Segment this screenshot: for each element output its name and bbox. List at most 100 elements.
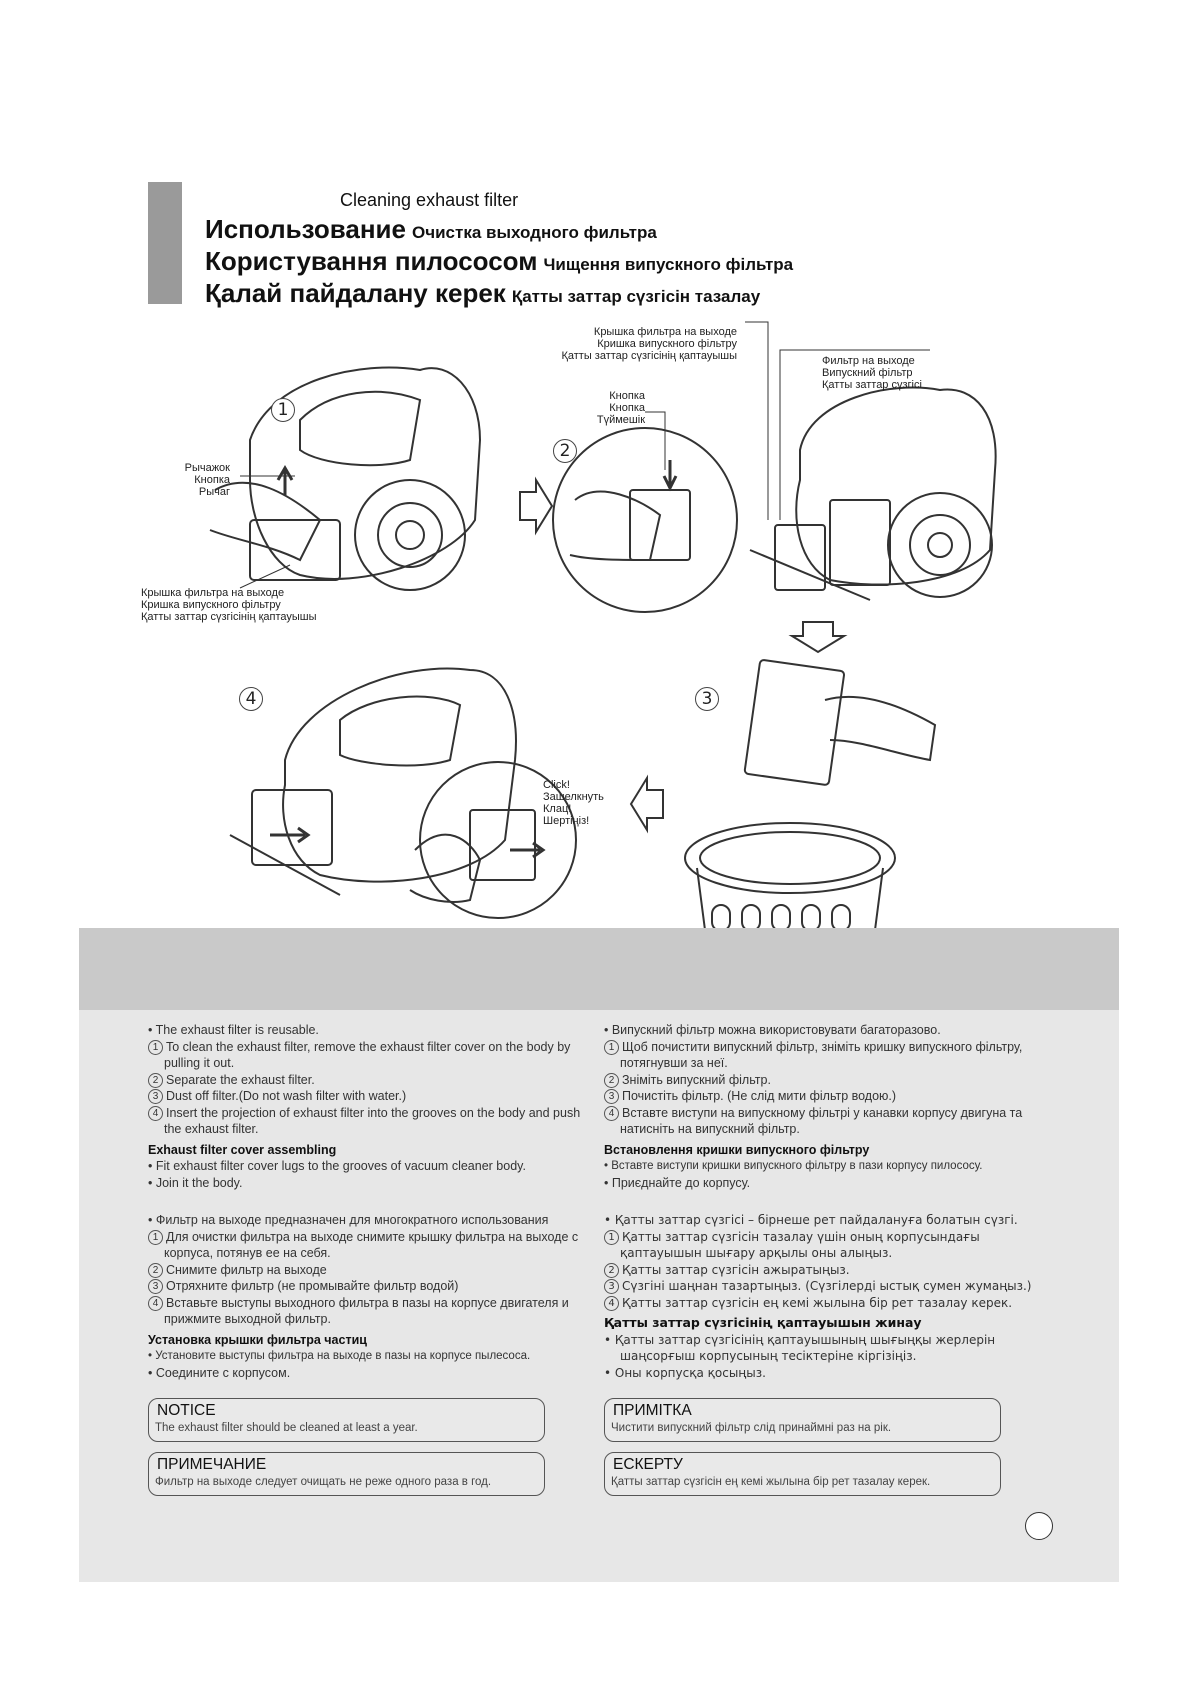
label-lever-ru: Рычажок xyxy=(184,462,230,474)
instructions-ru: • Фильтр на выходе предназначен для мног… xyxy=(148,1212,593,1381)
step-text: Вставте виступи на випускному фільтрі у … xyxy=(620,1105,1023,1137)
notice-body-kk: Қатты заттар сүзгісін ең кемі жылына бір… xyxy=(611,1476,931,1488)
sub-item-ru-2: • Соедините с корпусом. xyxy=(148,1365,291,1380)
sub-item-uk-1: • Вставте виступи кришки випускного філь… xyxy=(604,1160,983,1172)
arrow-left-shape xyxy=(629,774,664,834)
label-click-uk: Клац! xyxy=(543,803,572,815)
section-tab xyxy=(148,182,182,304)
circled-number: 1 xyxy=(148,1039,163,1055)
step-text: Для очистки фильтра на выходе снимите кр… xyxy=(164,1229,579,1261)
label-button-kk: Түймешік xyxy=(596,414,645,426)
notice-box-uk: ПРИМІТКА Чистити випускний фільтр слід п… xyxy=(604,1398,1001,1442)
step-text: Сүзгіні шаңнан тазартыңыз. (Сүзгілерді ы… xyxy=(622,1279,1032,1293)
circled-number: 1 xyxy=(604,1039,619,1055)
subtitle-kk: Қатты заттар сүзгісін тазалау xyxy=(511,287,761,306)
step-text: Снимите фильтр на выходе xyxy=(166,1262,327,1277)
dust-bin-illustration-step3 xyxy=(684,659,937,932)
label-click-ru: Зашелкнуть xyxy=(543,791,604,803)
notice-body-en: The exhaust filter should be cleaned at … xyxy=(155,1422,418,1434)
circled-number: 2 xyxy=(604,1072,619,1088)
circled-number: 3 xyxy=(604,1279,619,1294)
instructions-uk: • Випускний фільтр можна використовувати… xyxy=(604,1022,1049,1191)
page-number-circle xyxy=(1025,1512,1053,1540)
label-cover-bottom-kk: Қатты заттар сүзгісінің қаптауышы xyxy=(141,611,317,623)
title-uk: Користування пилососом xyxy=(205,246,538,276)
step-text: Зніміть випускний фільтр. xyxy=(622,1072,771,1087)
sub-item-kk-2: • Оны корпусқа қосыңыз. xyxy=(604,1365,766,1380)
circled-number: 2 xyxy=(604,1262,619,1278)
notice-title-uk: ПРИМІТКА xyxy=(613,1402,692,1419)
step-text: Почистіть фільтр. (Не слід мити фільтр в… xyxy=(622,1089,897,1103)
circled-number: 1 xyxy=(604,1229,619,1245)
notice-title-ru: ПРИМЕЧАНИЕ xyxy=(157,1456,267,1473)
label-cover-bottom-uk: Кришка випускного фільтру xyxy=(141,599,281,611)
notice-box-en: NOTICE The exhaust filter should be clea… xyxy=(148,1398,545,1442)
label-cover-top-ru: Крышка фильтра на выходе xyxy=(593,326,737,338)
intro-kk: • Қатты заттар сүзгісі – бірнеше рет пай… xyxy=(604,1213,1018,1227)
label-lever: Рычажок Кнопка Рычаг xyxy=(150,462,230,498)
step-text: Щоб почистити випускний фільтр, зніміть … xyxy=(620,1039,1023,1071)
label-cover-top: Крышка фильтра на выходе Кришка випускно… xyxy=(515,326,737,362)
sub-item-en-1: • Fit exhaust filter cover lugs to the g… xyxy=(148,1159,526,1173)
notice-body-ru: Фильтр на выходе следует очищать не реже… xyxy=(155,1476,492,1488)
label-button-ru: Кнопка xyxy=(609,390,645,402)
notice-title-kk: ЕСКЕРТУ xyxy=(613,1456,683,1473)
step-text: To clean the exhaust filter, remove the … xyxy=(164,1039,571,1071)
title-english: Cleaning exhaust filter xyxy=(340,190,519,210)
step-text: Отряхните фильтр (не промывайте фильтр в… xyxy=(166,1279,459,1293)
intro-ru: • Фильтр на выходе предназначен для мног… xyxy=(148,1213,549,1227)
step-number-4: 4 xyxy=(239,687,263,711)
label-cover-top-uk: Кришка випускного фільтру xyxy=(597,338,737,350)
step-text: Қатты заттар сүзгісін ең кемі жылына бір… xyxy=(622,1295,1013,1310)
label-filter: Фильтр на выходе Випускний фільтр Қатты … xyxy=(822,355,922,391)
panel-header-band xyxy=(79,928,1119,1010)
sub-item-uk-2: • Приєднайте до корпусу. xyxy=(604,1175,751,1190)
vacuum-illustration-step1 xyxy=(209,366,482,591)
zoom-circle-step2 xyxy=(552,427,738,613)
circled-number: 2 xyxy=(148,1262,163,1278)
step-text: Вставьте выступы выходного фильтра в паз… xyxy=(164,1295,569,1327)
label-lever-uk: Кнопка xyxy=(194,474,230,486)
label-filter-uk: Випускний фільтр xyxy=(822,367,913,379)
subtitle-ru: Очистка выходного фильтра xyxy=(412,223,657,242)
label-cover-bottom-ru: Крышка фильтра на выходе xyxy=(141,587,285,599)
circled-number: 3 xyxy=(148,1089,163,1104)
intro-en: • The exhaust filter is reusable. xyxy=(148,1023,319,1037)
intro-uk: • Випускний фільтр можна використовувати… xyxy=(604,1023,941,1037)
label-button: Кнопка Кнопка Түймешік xyxy=(580,390,645,426)
circled-number: 4 xyxy=(148,1295,163,1311)
illustration-area xyxy=(209,321,997,932)
step-text: Қатты заттар сүзгісін тазалау үшін оның … xyxy=(620,1229,980,1261)
circled-number: 1 xyxy=(148,1229,163,1245)
subheading-uk: Встановлення кришки випускного фільтру xyxy=(604,1142,870,1157)
label-click-en: Click! xyxy=(543,779,570,791)
instructions-kk: • Қатты заттар сүзгісі – бірнеше рет пай… xyxy=(604,1212,1049,1381)
circled-number: 4 xyxy=(148,1105,163,1121)
subtitle-uk: Чищення випускного фільтра xyxy=(543,255,794,274)
label-lever-kk: Рычаг xyxy=(198,486,230,498)
vacuum-illustration-step4 xyxy=(229,667,517,896)
label-cover-bottom: Крышка фильтра на выходе Кришка випускно… xyxy=(141,587,317,623)
circled-number: 4 xyxy=(604,1295,619,1311)
vacuum-illustration-step2 xyxy=(749,386,997,601)
step-text: Insert the projection of exhaust filter … xyxy=(164,1105,581,1137)
sub-item-en-2: • Join it the body. xyxy=(148,1175,243,1190)
circled-number: 3 xyxy=(148,1279,163,1294)
arrow-right-shape xyxy=(519,476,554,536)
label-click: Click! Зашелкнуть Клац! Шертіңіз! xyxy=(543,779,604,827)
